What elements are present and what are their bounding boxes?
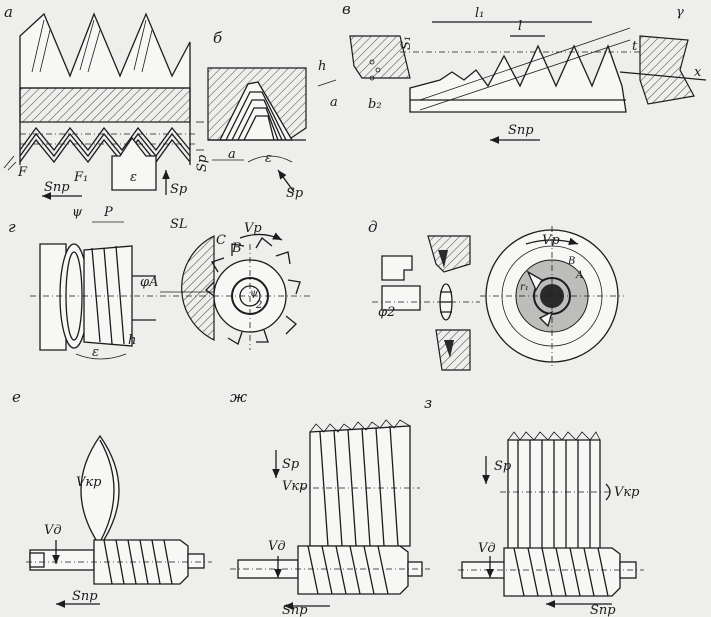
panel-g-half-disk [181, 235, 215, 341]
panel-b-letter: б [213, 29, 223, 47]
panel-b-a-label: a [228, 147, 236, 162]
panel-v-h-label: h [318, 59, 326, 74]
panel-g-two-label: 2 [255, 300, 262, 311]
panel-zh-vd-label: Vд [268, 539, 286, 554]
panel-a-sr-label: Sр [170, 182, 188, 197]
panel-v: в l₁ l h a S₁ b₂ x γ t Sпр [317, 0, 707, 144]
panel-g-psi2-label: ψ [250, 288, 258, 299]
panel-g-eps-label: ε [92, 345, 99, 360]
panel-a-f-label: F [17, 165, 28, 180]
panel-zh-letter: ж [230, 388, 247, 406]
panel-v-s1-label: S₁ [399, 36, 414, 50]
panel-a: а ε Sр F₁ F Sпр Sр [3, 3, 210, 200]
panel-g-psi-label: ψ [72, 205, 83, 220]
panel-v-a-label: a [330, 95, 338, 110]
panel-d: д φ2 Vр B A r₁ [368, 218, 624, 371]
panel-a-eps-label: ε [130, 170, 137, 185]
panel-v-l-label: l [518, 19, 522, 34]
panel-d-r-label: r₁ [520, 282, 529, 293]
panel-v-b2-label: b₂ [368, 97, 382, 112]
panel-d-b-label: B [567, 256, 575, 267]
panel-v-l1-label: l₁ [475, 6, 484, 21]
panel-v-comb-tool [409, 44, 627, 113]
panel-g: г ψ P φA h ε SL C B Vр ψ 2 [8, 205, 310, 360]
panel-g-h-label: h [128, 333, 136, 348]
panel-g-p-label: P [103, 205, 113, 220]
panel-d-phi2-label: φ2 [378, 305, 395, 320]
panel-v-letter: в [342, 0, 351, 18]
panel-g-letter: г [8, 218, 16, 236]
panel-a-comb-tool [19, 12, 191, 89]
panel-b: б a ε Sр [207, 29, 307, 201]
panel-a-f1-label: F₁ [73, 170, 88, 185]
panel-g-c-label: C [216, 233, 226, 248]
panel-a-letter: а [4, 3, 13, 21]
panel-z-vkr-label: Vкр [614, 485, 640, 500]
panel-g-b-label: B [231, 241, 242, 256]
panel-v-t-label: t [632, 39, 638, 54]
panel-a-spr-label: Sпр [44, 180, 70, 195]
panel-d-upper-block [427, 235, 471, 273]
panel-e-spr-label: Sпр [72, 589, 98, 604]
panel-g-sl-label: SL [170, 217, 188, 232]
panel-g-phia-label: φA [140, 275, 159, 290]
panel-e: е Vкр Vд Sпр [12, 388, 212, 608]
panel-z-sr-label: Sр [494, 459, 512, 474]
panel-z-vd-label: Vд [478, 541, 496, 556]
panel-v-x-label: x [694, 65, 702, 80]
panel-d-lower-block [435, 329, 471, 371]
panel-a-cutter [111, 136, 157, 191]
panel-v-spr-label: Sпр [508, 123, 534, 138]
panel-v-left-tool [349, 35, 411, 79]
panel-e-disk-cutter [80, 434, 120, 548]
panel-z-letter: з [424, 394, 432, 412]
panel-b-eps-label: ε [265, 151, 272, 166]
panel-a-workpiece-section [19, 87, 191, 123]
panel-g-vr-label: Vр [244, 221, 262, 236]
panel-d-a-label: A [575, 270, 583, 281]
panel-d-letter: д [368, 218, 378, 236]
panel-zh-spr-label: Sпр [282, 603, 308, 617]
panel-v-gamma-label: γ [676, 5, 684, 20]
panel-zh-vkr-label: Vкр [282, 479, 308, 494]
panel-e-vkr-label: Vкр [76, 475, 102, 490]
panel-z-spr-label: Sпр [590, 603, 616, 617]
panel-zh-threaded-shaft [297, 545, 409, 595]
panel-zh: ж Sр Vкр Vд Sпр [230, 388, 430, 617]
panel-a-sr-side-label: Sр [195, 154, 210, 172]
panel-e-vd-label: Vд [44, 523, 62, 538]
panel-v-right-tool [639, 35, 695, 105]
panel-z: з Sр Vкр Vд Sпр [424, 394, 644, 617]
panel-b-sr-label: Sр [286, 186, 304, 201]
panel-zh-hob [309, 425, 411, 547]
panel-e-letter: е [12, 388, 21, 406]
panel-zh-sr-label: Sр [282, 457, 300, 472]
